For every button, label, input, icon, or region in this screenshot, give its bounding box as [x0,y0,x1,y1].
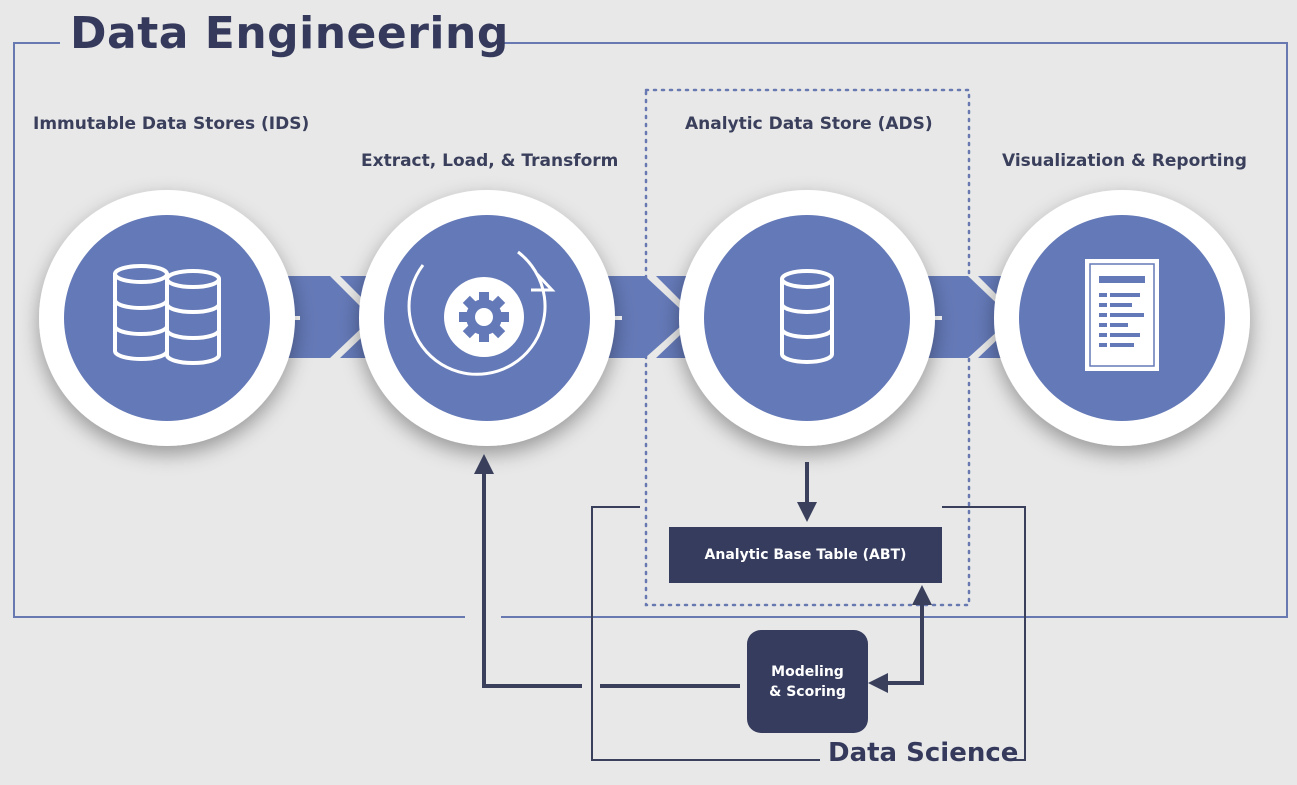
stage-label-visualization: Visualization & Reporting [1002,151,1247,171]
stage-ads [679,190,935,446]
database-cluster-icon [113,264,221,365]
data-science-title: Data Science [828,738,1019,768]
stage-elt [359,190,615,446]
gear-cycle-icon [407,250,556,376]
stage-label-elt: Extract, Load, & Transform [361,151,619,171]
report-document-icon [1085,259,1159,371]
arrow-model-to-elt [474,454,582,688]
data-science-frame [591,506,1026,761]
stage-label-ids: Immutable Data Stores (IDS) [33,114,310,134]
stage-visualization [994,190,1250,446]
modeling-label-line2: & Scoring [769,683,846,700]
arrow-model-to-abt [878,585,932,685]
analytic-base-table-box: Analytic Base Table (ABT) [669,527,942,583]
flow-arrows [474,454,932,693]
modeling-scoring-box: Modeling & Scoring [747,630,868,733]
database-icon [780,269,834,364]
modeling-label-line1: Modeling [771,663,844,680]
stage-label-ads: Analytic Data Store (ADS) [685,114,933,134]
data-engineering-title: Data Engineering [70,8,509,59]
stage-ids [39,190,295,446]
abt-label: Analytic Base Table (ABT) [704,547,907,563]
data-engineering-frame [13,42,1288,618]
